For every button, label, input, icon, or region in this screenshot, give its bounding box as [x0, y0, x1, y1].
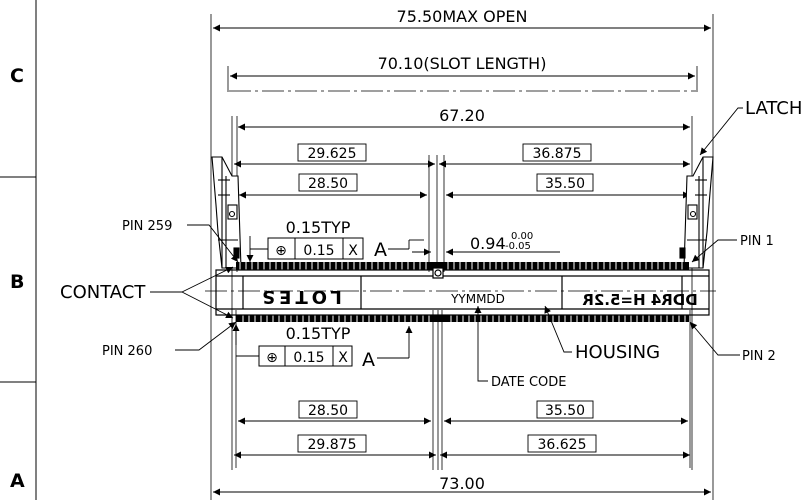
dim-overall: 73.00 — [439, 474, 485, 493]
dim-bottom-left-inner: 28.50 — [308, 403, 348, 419]
label-pin-259: PIN 259 — [122, 219, 172, 234]
housing-date-mark: YYMMDD — [450, 292, 505, 306]
dim-box-bottom-left-outer — [297, 434, 367, 453]
gdt-bottom-datum: X — [338, 350, 348, 366]
leader-housing — [544, 305, 572, 353]
dim-top-right-inner: 35.50 — [545, 176, 585, 192]
contacts-bottom-gaps — [242, 315, 686, 322]
drawing-border — [0, 0, 37, 500]
contacts-top-gaps — [239, 262, 683, 270]
dim-bottom-left-outer: 29.875 — [308, 437, 357, 453]
dim-top-left-inner: 28.50 — [308, 176, 348, 192]
gdt-bottom-typ: 0.15TYP — [286, 324, 351, 343]
label-date-code: DATE CODE — [491, 375, 567, 390]
label-pin-1: PIN 1 — [740, 234, 774, 249]
dim-box-top-right-outer — [522, 143, 592, 162]
zone-label-c: C — [10, 65, 24, 87]
dim-inner: 67.20 — [439, 106, 485, 125]
housing-body — [215, 267, 710, 316]
housing-logo: LOTES — [258, 286, 342, 307]
gdt-top-datum: X — [348, 243, 358, 259]
contacts-top-row — [236, 262, 689, 270]
bottom-dimension-lines — [213, 417, 711, 496]
gdt-top-leader — [246, 236, 424, 262]
latch-left — [211, 156, 242, 269]
dim-box-bottom-right-inner — [536, 400, 594, 419]
leader-pin-259 — [187, 224, 239, 263]
gdt-top-symbol: ⊕ — [275, 243, 287, 259]
dim-box-top-left-inner — [298, 173, 358, 192]
housing-model-mark: DDR4 H=5.2R — [582, 291, 698, 309]
dim-box-top-left-outer — [297, 143, 367, 162]
dim-pitch-tol-lower: -0.05 — [505, 241, 531, 252]
zone-label-a: A — [10, 470, 25, 492]
zone-label-b: B — [10, 271, 24, 293]
dim-box-bottom-left-inner — [298, 400, 358, 419]
leader-pin-2 — [689, 321, 740, 356]
dim-slot-length: 70.10(SLOT LENGTH) — [378, 54, 547, 73]
gdt-top-value: 0.15 — [303, 243, 334, 259]
leader-pin-260 — [175, 321, 237, 351]
label-housing: HOUSING — [575, 342, 660, 363]
dim-box-top-right-inner — [536, 173, 594, 192]
top-dimension-lines — [213, 24, 711, 199]
label-pin-2: PIN 2 — [742, 349, 776, 364]
gdt-bottom-value: 0.15 — [293, 350, 324, 366]
label-contact: CONTACT — [60, 282, 146, 303]
dim-top-left-outer: 29.625 — [308, 146, 357, 162]
gdt-bottom-datum-letter: A — [362, 349, 375, 371]
dim-box-bottom-right-outer — [527, 434, 597, 453]
gdt-bottom-symbol: ⊕ — [266, 350, 278, 366]
latch-right — [679, 156, 714, 269]
leader-date-code — [474, 306, 488, 382]
leader-contact — [150, 266, 234, 319]
dim-pitch-tol-upper: 0.00 — [511, 231, 533, 242]
dim-top-right-outer: 36.875 — [533, 146, 582, 162]
label-latch: LATCH — [745, 98, 802, 119]
gdt-top-typ: 0.15TYP — [286, 218, 351, 237]
dim-max-open: 75.50MAX OPEN — [397, 7, 528, 26]
gdt-frame-top — [267, 237, 364, 260]
gdt-top-datum-letter: A — [374, 239, 387, 261]
dim-bottom-right-inner: 35.50 — [545, 403, 585, 419]
label-pin-260: PIN 260 — [102, 344, 152, 359]
leader-latch — [699, 107, 743, 156]
dim-bottom-right-outer: 36.625 — [538, 437, 587, 453]
leader-pin-1 — [691, 239, 737, 263]
dim-pitch: 0.94 — [470, 234, 506, 253]
